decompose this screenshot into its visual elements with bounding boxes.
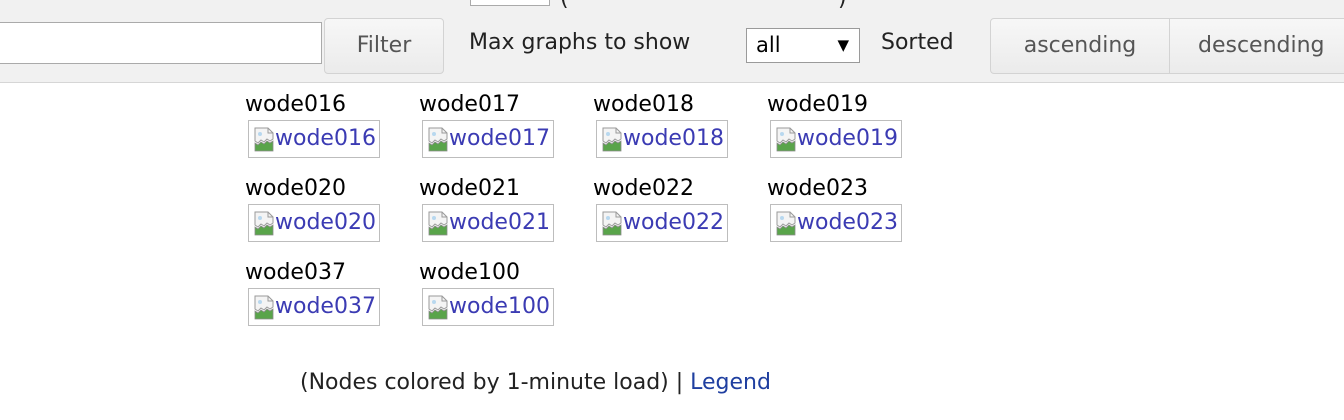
load-color-note: (Nodes colored by 1-minute load) | bbox=[300, 370, 684, 395]
node-graph-alt-text: wode017 bbox=[449, 126, 550, 151]
node-graph-image[interactable]: wode021 bbox=[422, 204, 554, 242]
node-graph-image[interactable]: wode023 bbox=[770, 204, 902, 242]
sort-ascending-button[interactable]: ascending bbox=[990, 18, 1170, 74]
broken-image-icon bbox=[425, 125, 453, 153]
max-graphs-label: Max graphs to show bbox=[469, 30, 691, 55]
node-graph-image[interactable]: wode017 bbox=[422, 120, 554, 158]
node-graph-image[interactable]: wode022 bbox=[596, 204, 728, 242]
node-name: wode037 bbox=[245, 260, 346, 285]
node-graph-alt-text: wode020 bbox=[275, 210, 376, 235]
node-name: wode022 bbox=[593, 176, 694, 201]
node-graph-alt-text: wode018 bbox=[623, 126, 724, 151]
node-graph-alt-text: wode016 bbox=[275, 126, 376, 151]
max-graphs-selected-value: all bbox=[756, 33, 781, 57]
footer-note: (Nodes colored by 1-minute load) | Legen… bbox=[300, 370, 771, 395]
sort-descending-button[interactable]: descending bbox=[1169, 18, 1344, 74]
toolbar: ( ) Filter Max graphs to show all ▼ Sort… bbox=[0, 0, 1344, 83]
node-graph-alt-text: wode023 bbox=[797, 210, 898, 235]
chevron-down-icon: ▼ bbox=[837, 36, 849, 54]
node-graph-image[interactable]: wode037 bbox=[248, 288, 380, 326]
broken-image-icon bbox=[251, 293, 279, 321]
node-graph-alt-text: wode037 bbox=[275, 294, 376, 319]
node-name: wode020 bbox=[245, 176, 346, 201]
broken-image-icon bbox=[599, 125, 627, 153]
node-name: wode100 bbox=[419, 260, 520, 285]
partial-text-left: ( bbox=[560, 0, 569, 11]
broken-image-icon bbox=[425, 209, 453, 237]
broken-image-icon bbox=[773, 209, 801, 237]
node-filter-input[interactable] bbox=[0, 22, 322, 64]
metric-input-partial[interactable] bbox=[470, 0, 550, 6]
node-name: wode018 bbox=[593, 92, 694, 117]
node-name: wode016 bbox=[245, 92, 346, 117]
node-graph-image[interactable]: wode019 bbox=[770, 120, 902, 158]
partial-text-right: ) bbox=[838, 0, 847, 11]
node-name: wode019 bbox=[767, 92, 868, 117]
broken-image-icon bbox=[251, 125, 279, 153]
filter-button[interactable]: Filter bbox=[324, 18, 444, 74]
node-graph-image[interactable]: wode018 bbox=[596, 120, 728, 158]
node-graph-alt-text: wode019 bbox=[797, 126, 898, 151]
legend-link[interactable]: Legend bbox=[690, 370, 771, 395]
node-graph-alt-text: wode021 bbox=[449, 210, 550, 235]
broken-image-icon bbox=[599, 209, 627, 237]
sorted-label: Sorted bbox=[881, 30, 954, 55]
node-name: wode017 bbox=[419, 92, 520, 117]
broken-image-icon bbox=[773, 125, 801, 153]
node-name: wode021 bbox=[419, 176, 520, 201]
broken-image-icon bbox=[251, 209, 279, 237]
node-graph-image[interactable]: wode016 bbox=[248, 120, 380, 158]
node-graph-alt-text: wode022 bbox=[623, 210, 724, 235]
node-graph-alt-text: wode100 bbox=[449, 294, 550, 319]
node-name: wode023 bbox=[767, 176, 868, 201]
broken-image-icon bbox=[425, 293, 453, 321]
node-graph-image[interactable]: wode100 bbox=[422, 288, 554, 326]
max-graphs-select[interactable]: all ▼ bbox=[746, 28, 860, 63]
node-graph-image[interactable]: wode020 bbox=[248, 204, 380, 242]
